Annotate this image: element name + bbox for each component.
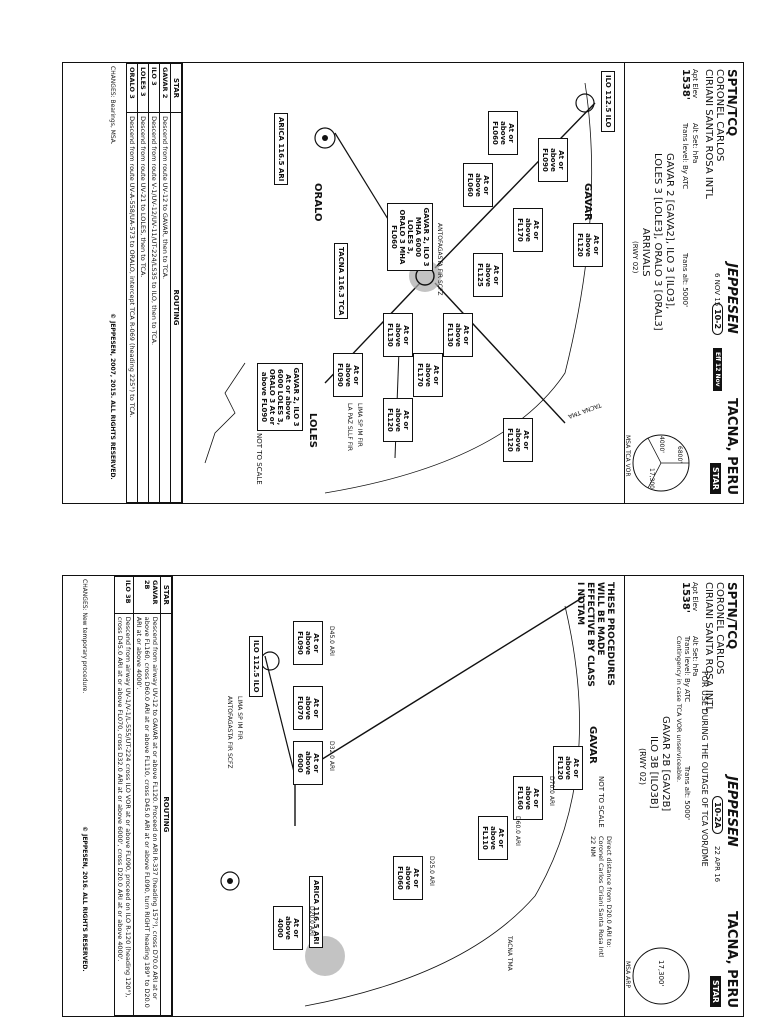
alt-box-8: At or above 4000 xyxy=(273,906,303,950)
msa-label: MSA ARP xyxy=(624,961,631,988)
chart-header: SPTN/TCQ CORONEL CARLOS CIRIANI SANTA RO… xyxy=(624,576,743,1016)
alt-box-6: At or above FL110 xyxy=(478,816,508,860)
mha-box: GAVAR 2, ILO 3 MHA 6000 LOLES 3, ORALO 3… xyxy=(387,203,433,271)
routing-header: ROUTING xyxy=(160,613,172,1016)
not-to-scale: NOT TO SCALE xyxy=(255,433,263,485)
star-header: STAR xyxy=(170,63,182,113)
distance-note: Direct distance from D20.0 ARI to: Coron… xyxy=(589,836,613,958)
fir-label-tacna-tma: TACNA TMA xyxy=(506,936,513,971)
fix-d20: D20.0 ARI xyxy=(308,906,315,936)
star-name: GAVAR 2 xyxy=(159,63,171,113)
fix-d25: D25.0 ARI xyxy=(428,856,435,886)
routing-header: ROUTING xyxy=(170,112,182,503)
changes-note: CHANGES: New temporary procedure. xyxy=(81,579,88,694)
chart-rotated-content: SPTN/TCQ CORONEL CARLOS CIRIANI SANTA RO… xyxy=(63,576,743,1016)
waypoint-oralo: ORALO xyxy=(312,183,323,222)
fir-label-antofagasta: ANTOFAGASTA FIR SCFZ xyxy=(226,696,233,769)
msa-diagram xyxy=(632,434,690,492)
not-to-scale: NOT TO SCALE xyxy=(597,776,605,828)
fix-d45: D45.0 ARI xyxy=(328,626,335,656)
alt-box-2: At or above FL090 xyxy=(293,621,323,665)
alt-box-3: At or above FL120 xyxy=(573,223,603,267)
routing-text: Descend from airway UV-1/V-1/L-555/UT-22… xyxy=(114,613,134,1016)
alt-box-6: At or above FL125 xyxy=(473,253,503,297)
alt-box-10: At or above FL130 xyxy=(383,313,413,357)
msa-alt-2: 4000' xyxy=(658,436,665,453)
chart-header: SPTN/TCQ CORONEL CARLOS CIRIANI SANTA RO… xyxy=(624,63,743,503)
routing-text: Descend from airway UV-12 to GAVAR at or… xyxy=(133,613,161,1016)
fir-label-lapaz: LA PAZ SLLF FIR xyxy=(346,403,353,452)
routing-text: Descend from route UV-21 to LOLES, then … xyxy=(137,112,149,503)
star-name: GAVAR 2B xyxy=(133,576,161,614)
waypoint-gavar: GAVAR xyxy=(582,183,593,221)
alt-box-1: At or above FL090 xyxy=(538,138,568,182)
waypoint-gavar: GAVAR xyxy=(587,726,598,764)
plan-view-routes xyxy=(204,82,596,494)
star-name: ILO 3B xyxy=(114,576,134,614)
nav-box-tacna: TACNA 116.3 TCA xyxy=(334,243,348,320)
msa-alt: 17,300' xyxy=(657,960,665,987)
fix-d70: D70.0 ARI xyxy=(548,776,555,806)
msa-label: MSA TCA VOR xyxy=(624,435,631,477)
alt-box-11: At or above FL090 xyxy=(333,353,363,397)
alt-box-12: At or above FL120 xyxy=(503,418,533,462)
alt-box-2: At or above FL060 xyxy=(488,111,518,155)
fir-label-antofagasta: ANTOFAGASTA FIR SCFZ xyxy=(436,223,443,296)
fir-label-lima: LIMA SP IM FIR xyxy=(236,696,243,740)
nav-box-arica: ARICA 116.5 ARI xyxy=(274,113,288,186)
msa-alt-1: 6800' xyxy=(676,446,683,463)
changes-note: CHANGES: Bearings, MSA. xyxy=(109,66,116,145)
chart-rotated-content: SPTN/TCQ CORONEL CARLOS CIRIANI SANTA RO… xyxy=(63,63,743,503)
waypoint-loles: LOLES xyxy=(307,413,318,448)
alt-box-5: At or above FL170 xyxy=(513,208,543,252)
star-name: LOLES 3 xyxy=(137,63,149,113)
msa-diagram xyxy=(632,947,690,1005)
star-header: STAR xyxy=(160,576,172,614)
alt-box-7: At or above FL130 xyxy=(443,313,473,357)
routing-text: Descend from route UV-A-558/UA-573 to OR… xyxy=(126,112,138,503)
fix-d60: D60.0 ARI xyxy=(514,816,521,846)
copyright: © JEPPESEN, 2007, 2015. ALL RIGHTS RESER… xyxy=(109,313,116,480)
alt-box-7: At or above FL160 xyxy=(513,776,543,820)
routing-text: Descend from route UV-12 to GAVAR, then … xyxy=(159,112,171,503)
nav-box-ilo: ILO 112.5 ILO xyxy=(249,636,263,697)
star-chart-10-2: SPTN/TCQ CORONEL CARLOS CIRIANI SANTA RO… xyxy=(62,62,744,504)
copyright: © JEPPESEN, 2016. ALL RIGHTS RESERVED. xyxy=(81,826,88,972)
mha-box-2: GAVAR 2, ILO 3 At or above 6000 LOLES 3,… xyxy=(257,363,303,431)
star-chart-10-2a: SPTN/TCQ CORONEL CARLOS CIRIANI SANTA RO… xyxy=(62,575,744,1017)
routing-text: Descend from route V-1/UV-12/UV-11/UT-22… xyxy=(148,112,160,503)
alt-box-8: At or above FL170 xyxy=(413,353,443,397)
fir-label-lima: LIMA SP IM FIR xyxy=(356,403,363,447)
alt-box-4: At or above FL060 xyxy=(463,163,493,207)
alt-box-3: At or above FL070 xyxy=(293,686,323,730)
plan-view-routes xyxy=(220,595,586,1007)
star-name: ORALO 3 xyxy=(126,63,138,113)
alt-box-4: At or above 6000 xyxy=(293,741,323,785)
nav-box-ilo: ILO 112.5 ILO xyxy=(601,71,615,132)
alt-box-1: At or above FL120 xyxy=(553,746,583,790)
star-name: ILO 3 xyxy=(148,63,160,113)
msa-alt-3: 17,300' xyxy=(648,468,655,491)
alt-box-9: At or above FL120 xyxy=(383,398,413,442)
fix-d32: D32.0 ARI xyxy=(328,741,335,771)
alt-box-5: At or above FL060 xyxy=(393,856,423,900)
